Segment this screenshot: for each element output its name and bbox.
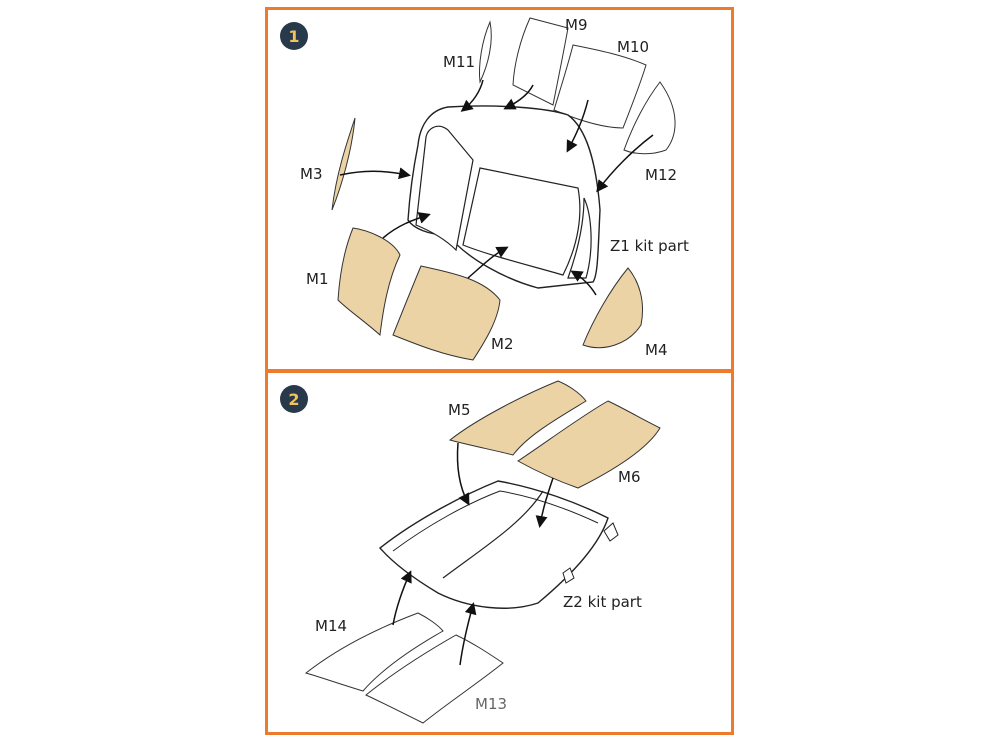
mask-m11 (479, 20, 492, 84)
arrow-m4 (570, 270, 597, 296)
roof-seam (442, 490, 544, 579)
canopy-diagram-step-1 (331, 17, 676, 361)
arrow-m6 (535, 477, 554, 528)
label-m10: M10 (617, 38, 650, 56)
mask-m14 (304, 612, 444, 692)
roof-tab (603, 522, 619, 542)
mask-m9 (512, 17, 569, 106)
label-m2: M2 (491, 335, 514, 353)
label-m12: M12 (645, 166, 678, 184)
arrow-m12 (596, 134, 654, 193)
arrow-m13 (459, 602, 477, 666)
mask-m10 (553, 44, 647, 129)
label-m6: M6 (618, 468, 641, 486)
arrow-m2 (467, 246, 509, 279)
arrow-m5 (456, 442, 470, 506)
label-z2-kit-part: Z2 kit part (563, 593, 642, 611)
roof-outer (378, 480, 609, 609)
arrow-m11 (460, 79, 484, 112)
arrow-m9 (503, 84, 534, 110)
step-number-badge: 1 (280, 22, 308, 50)
label-m13: M13 (475, 695, 508, 713)
step-2-panel: 2 M5 M6 Z2 kit part M14 M13 (265, 370, 734, 735)
label-z1-kit-part: Z1 kit part (610, 237, 689, 255)
label-m4: M4 (645, 341, 668, 359)
canopy-window-front (462, 167, 581, 276)
arrow-m14 (392, 570, 412, 626)
arrow-m3 (339, 167, 411, 180)
label-m1: M1 (306, 270, 329, 288)
mask-m4 (582, 267, 643, 349)
roof-tab-bottom (562, 567, 575, 584)
label-m9: M9 (565, 16, 588, 34)
arrow-m1 (382, 212, 431, 239)
mask-m3 (331, 117, 356, 211)
label-m14: M14 (315, 617, 348, 635)
step-number-badge: 2 (280, 385, 308, 413)
mask-m2 (392, 265, 501, 361)
mask-m1 (337, 227, 401, 337)
label-m5: M5 (448, 401, 471, 419)
label-m3: M3 (300, 165, 323, 183)
roof-diagram-step-2 (304, 380, 661, 724)
arrow-m10 (566, 99, 589, 153)
mask-m13 (365, 634, 504, 724)
roof-inner (392, 490, 599, 552)
mask-m5 (448, 380, 587, 456)
mask-m12 (623, 81, 676, 155)
label-m11: M11 (443, 53, 476, 71)
mask-m6 (517, 400, 661, 489)
step-1-panel: 1 M11 M9 M10 M3 M12 Z1 k (265, 7, 734, 372)
